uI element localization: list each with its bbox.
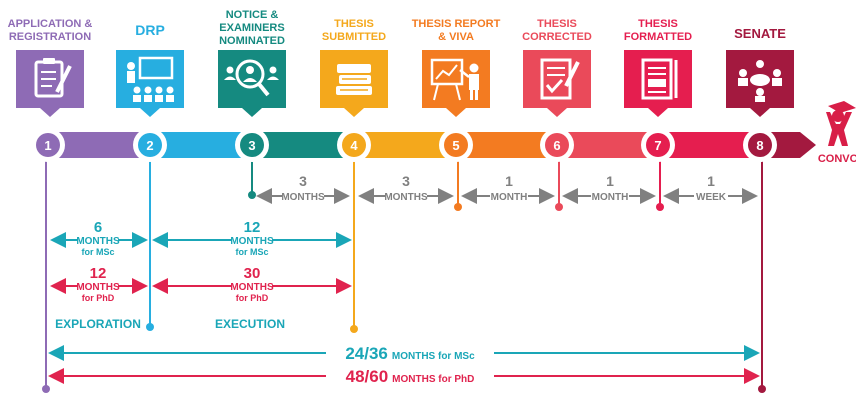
meeting-table-icon [726, 50, 794, 117]
gap-3-unit: MONTH [491, 192, 528, 203]
gap-3-num: 1 [505, 173, 513, 189]
step-node-1: 1 [31, 128, 65, 162]
gap-4-unit: MONTH [592, 192, 629, 203]
svg-text:3: 3 [248, 138, 255, 153]
phd-a-unit: MONTHS [76, 282, 120, 293]
step-8-title: SENATE [734, 26, 786, 41]
phd-a-num: 12 [90, 265, 107, 282]
step-node-8: 8 [743, 128, 777, 162]
icon-boxes [16, 50, 794, 117]
svg-text:4: 4 [350, 138, 358, 153]
msc-a-suffix: for MSc [81, 247, 114, 257]
gap-4-num: 1 [606, 173, 614, 189]
phase-exploration: EXPLORATION [55, 317, 141, 331]
graduate-figure-icon [826, 101, 856, 146]
svg-text:8: 8 [756, 138, 763, 153]
stack-of-books-icon [320, 50, 388, 117]
step-titles: APPLICATION &REGISTRATION DRP NOTICE &EX… [8, 9, 787, 47]
phd-b-suffix: for PhD [236, 293, 269, 303]
gap-2-num: 3 [402, 173, 410, 189]
presentation-audience-icon [116, 50, 184, 117]
step-node-6: 6 [540, 128, 574, 162]
document-check-icon [523, 50, 591, 117]
formatted-document-icon [624, 50, 692, 117]
svg-text:1: 1 [44, 138, 51, 153]
svg-text:5: 5 [452, 138, 459, 153]
svg-text:2: 2 [146, 138, 153, 153]
step-node-3: 3 [235, 128, 269, 162]
msc-b-unit: MONTHS [230, 236, 274, 247]
msc-b-num: 12 [244, 219, 261, 236]
presenter-chart-icon [422, 50, 490, 117]
gap-durations: 3 MONTHS 3 MONTHS 1 MONTH 1 MONTH 1 WEEK [256, 173, 758, 204]
gap-1-num: 3 [299, 173, 307, 189]
convo-label: CONVO [818, 153, 856, 165]
step-node-4: 4 [337, 128, 371, 162]
phd-b-num: 30 [244, 265, 261, 282]
phd-b-unit: MONTHS [230, 282, 274, 293]
magnifier-people-icon [218, 50, 286, 117]
clipboard-form-icon [16, 50, 84, 117]
drop-lines [42, 160, 766, 393]
gap-5-unit: WEEK [696, 192, 727, 203]
step-node-5: 5 [439, 128, 473, 162]
step-node-2: 2 [133, 128, 167, 162]
msc-a-num: 6 [94, 219, 102, 236]
svg-text:6: 6 [553, 138, 560, 153]
phd-a-suffix: for PhD [82, 293, 115, 303]
msc-b-suffix: for MSc [235, 247, 268, 257]
step-1-title: APPLICATION &REGISTRATION [8, 18, 93, 43]
svg-text:7: 7 [654, 138, 661, 153]
gap-2-unit: MONTHS [384, 192, 428, 203]
phase-execution: EXECUTION [215, 317, 285, 331]
step-nodes: 1 2 3 4 5 6 7 8 [31, 128, 777, 162]
msc-a-unit: MONTHS [76, 236, 120, 247]
phase-durations: 6 MONTHS for MSc 12 MONTHS for MSc 12 MO… [50, 219, 352, 331]
step-5-title: THESIS REPORT& VIVA [412, 18, 501, 43]
gap-1-unit: MONTHS [281, 192, 325, 203]
step-2-title: DRP [135, 22, 165, 38]
step-node-7: 7 [641, 128, 675, 162]
gap-5-num: 1 [707, 173, 715, 189]
